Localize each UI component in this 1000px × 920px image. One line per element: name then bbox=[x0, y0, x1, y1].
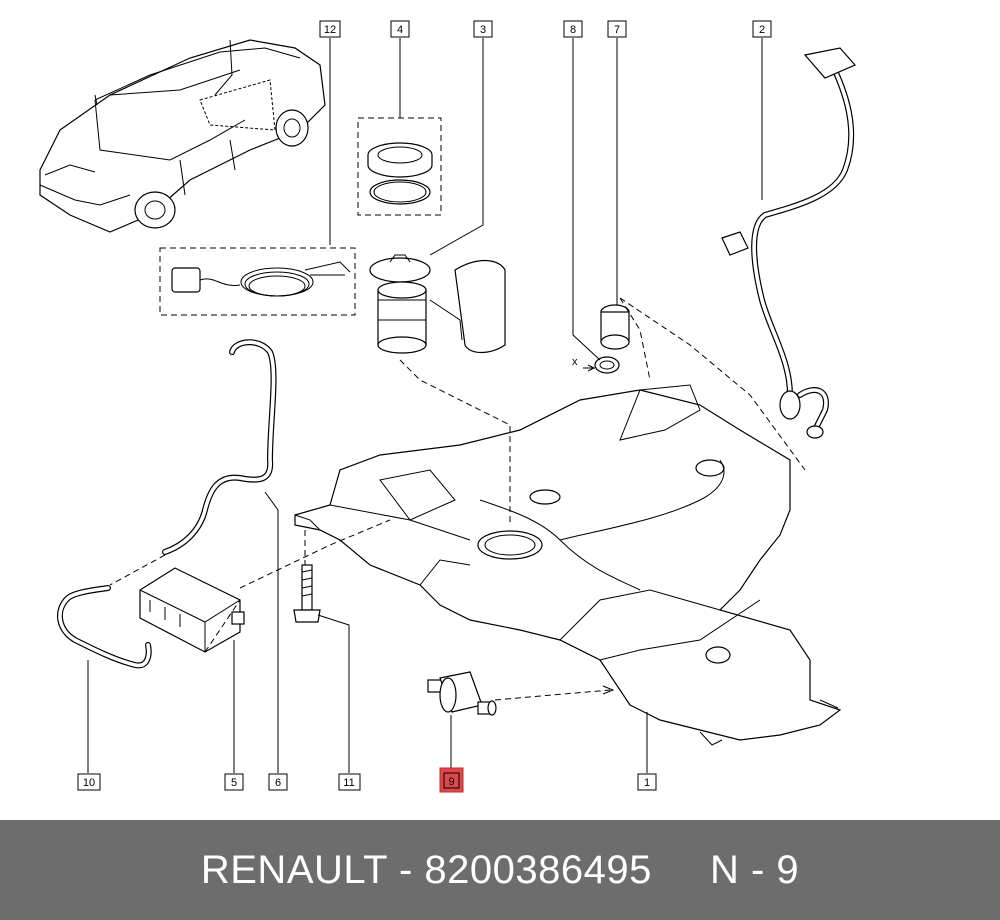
callout-5[interactable]: 5 bbox=[224, 773, 244, 791]
svg-text:2: 2 bbox=[759, 24, 765, 36]
filter-group bbox=[583, 304, 630, 374]
footer-bar: RENAULT - 8200386495 N - 9 bbox=[0, 820, 1000, 920]
svg-text:11: 11 bbox=[343, 777, 354, 789]
vent-hose bbox=[162, 339, 277, 555]
svg-text:1: 1 bbox=[644, 777, 650, 789]
fuel-pump-module bbox=[369, 254, 506, 354]
svg-text:10: 10 bbox=[83, 777, 95, 789]
callout-8[interactable]: 8 bbox=[563, 20, 583, 38]
svg-text:6: 6 bbox=[275, 777, 281, 789]
callout-4[interactable]: 4 bbox=[390, 20, 410, 38]
callout-2[interactable]: 2 bbox=[752, 20, 772, 38]
filler-neck bbox=[721, 47, 856, 439]
canister bbox=[139, 567, 245, 653]
fuel-tank bbox=[294, 384, 842, 746]
callout-leaders bbox=[87, 38, 763, 773]
harness-group bbox=[159, 247, 356, 316]
parts-diagram: 12 4 3 8 7 2 10 5 bbox=[39, 20, 856, 793]
svg-text:3: 3 bbox=[480, 24, 486, 36]
callout-9-highlighted[interactable]: 9 bbox=[439, 767, 464, 793]
callouts: 12 4 3 8 7 2 10 5 bbox=[77, 20, 772, 793]
callout-1[interactable]: 1 bbox=[637, 773, 657, 791]
svg-text:4: 4 bbox=[397, 24, 403, 36]
svg-text:5: 5 bbox=[231, 777, 237, 789]
svg-text:8: 8 bbox=[570, 24, 576, 36]
inline-filter bbox=[427, 671, 497, 716]
pipe-10 bbox=[57, 585, 152, 669]
callout-3[interactable]: 3 bbox=[473, 20, 493, 38]
svg-text:7: 7 bbox=[614, 24, 620, 36]
callout-11[interactable]: 11 bbox=[338, 773, 361, 791]
assembly-lines bbox=[109, 297, 806, 701]
callout-12[interactable]: 12 bbox=[319, 20, 341, 38]
svg-text:9: 9 bbox=[448, 776, 454, 788]
bolt bbox=[293, 564, 321, 623]
callout-10[interactable]: 10 bbox=[77, 773, 101, 791]
callout-6[interactable]: 6 bbox=[268, 773, 288, 791]
car-illustration bbox=[39, 39, 326, 233]
footer-part-text: RENAULT - 8200386495 N - 9 bbox=[200, 847, 800, 892]
x-mark: x bbox=[572, 356, 578, 368]
callout-7[interactable]: 7 bbox=[607, 20, 627, 38]
svg-text:12: 12 bbox=[324, 24, 336, 36]
lock-ring-group bbox=[357, 117, 442, 216]
